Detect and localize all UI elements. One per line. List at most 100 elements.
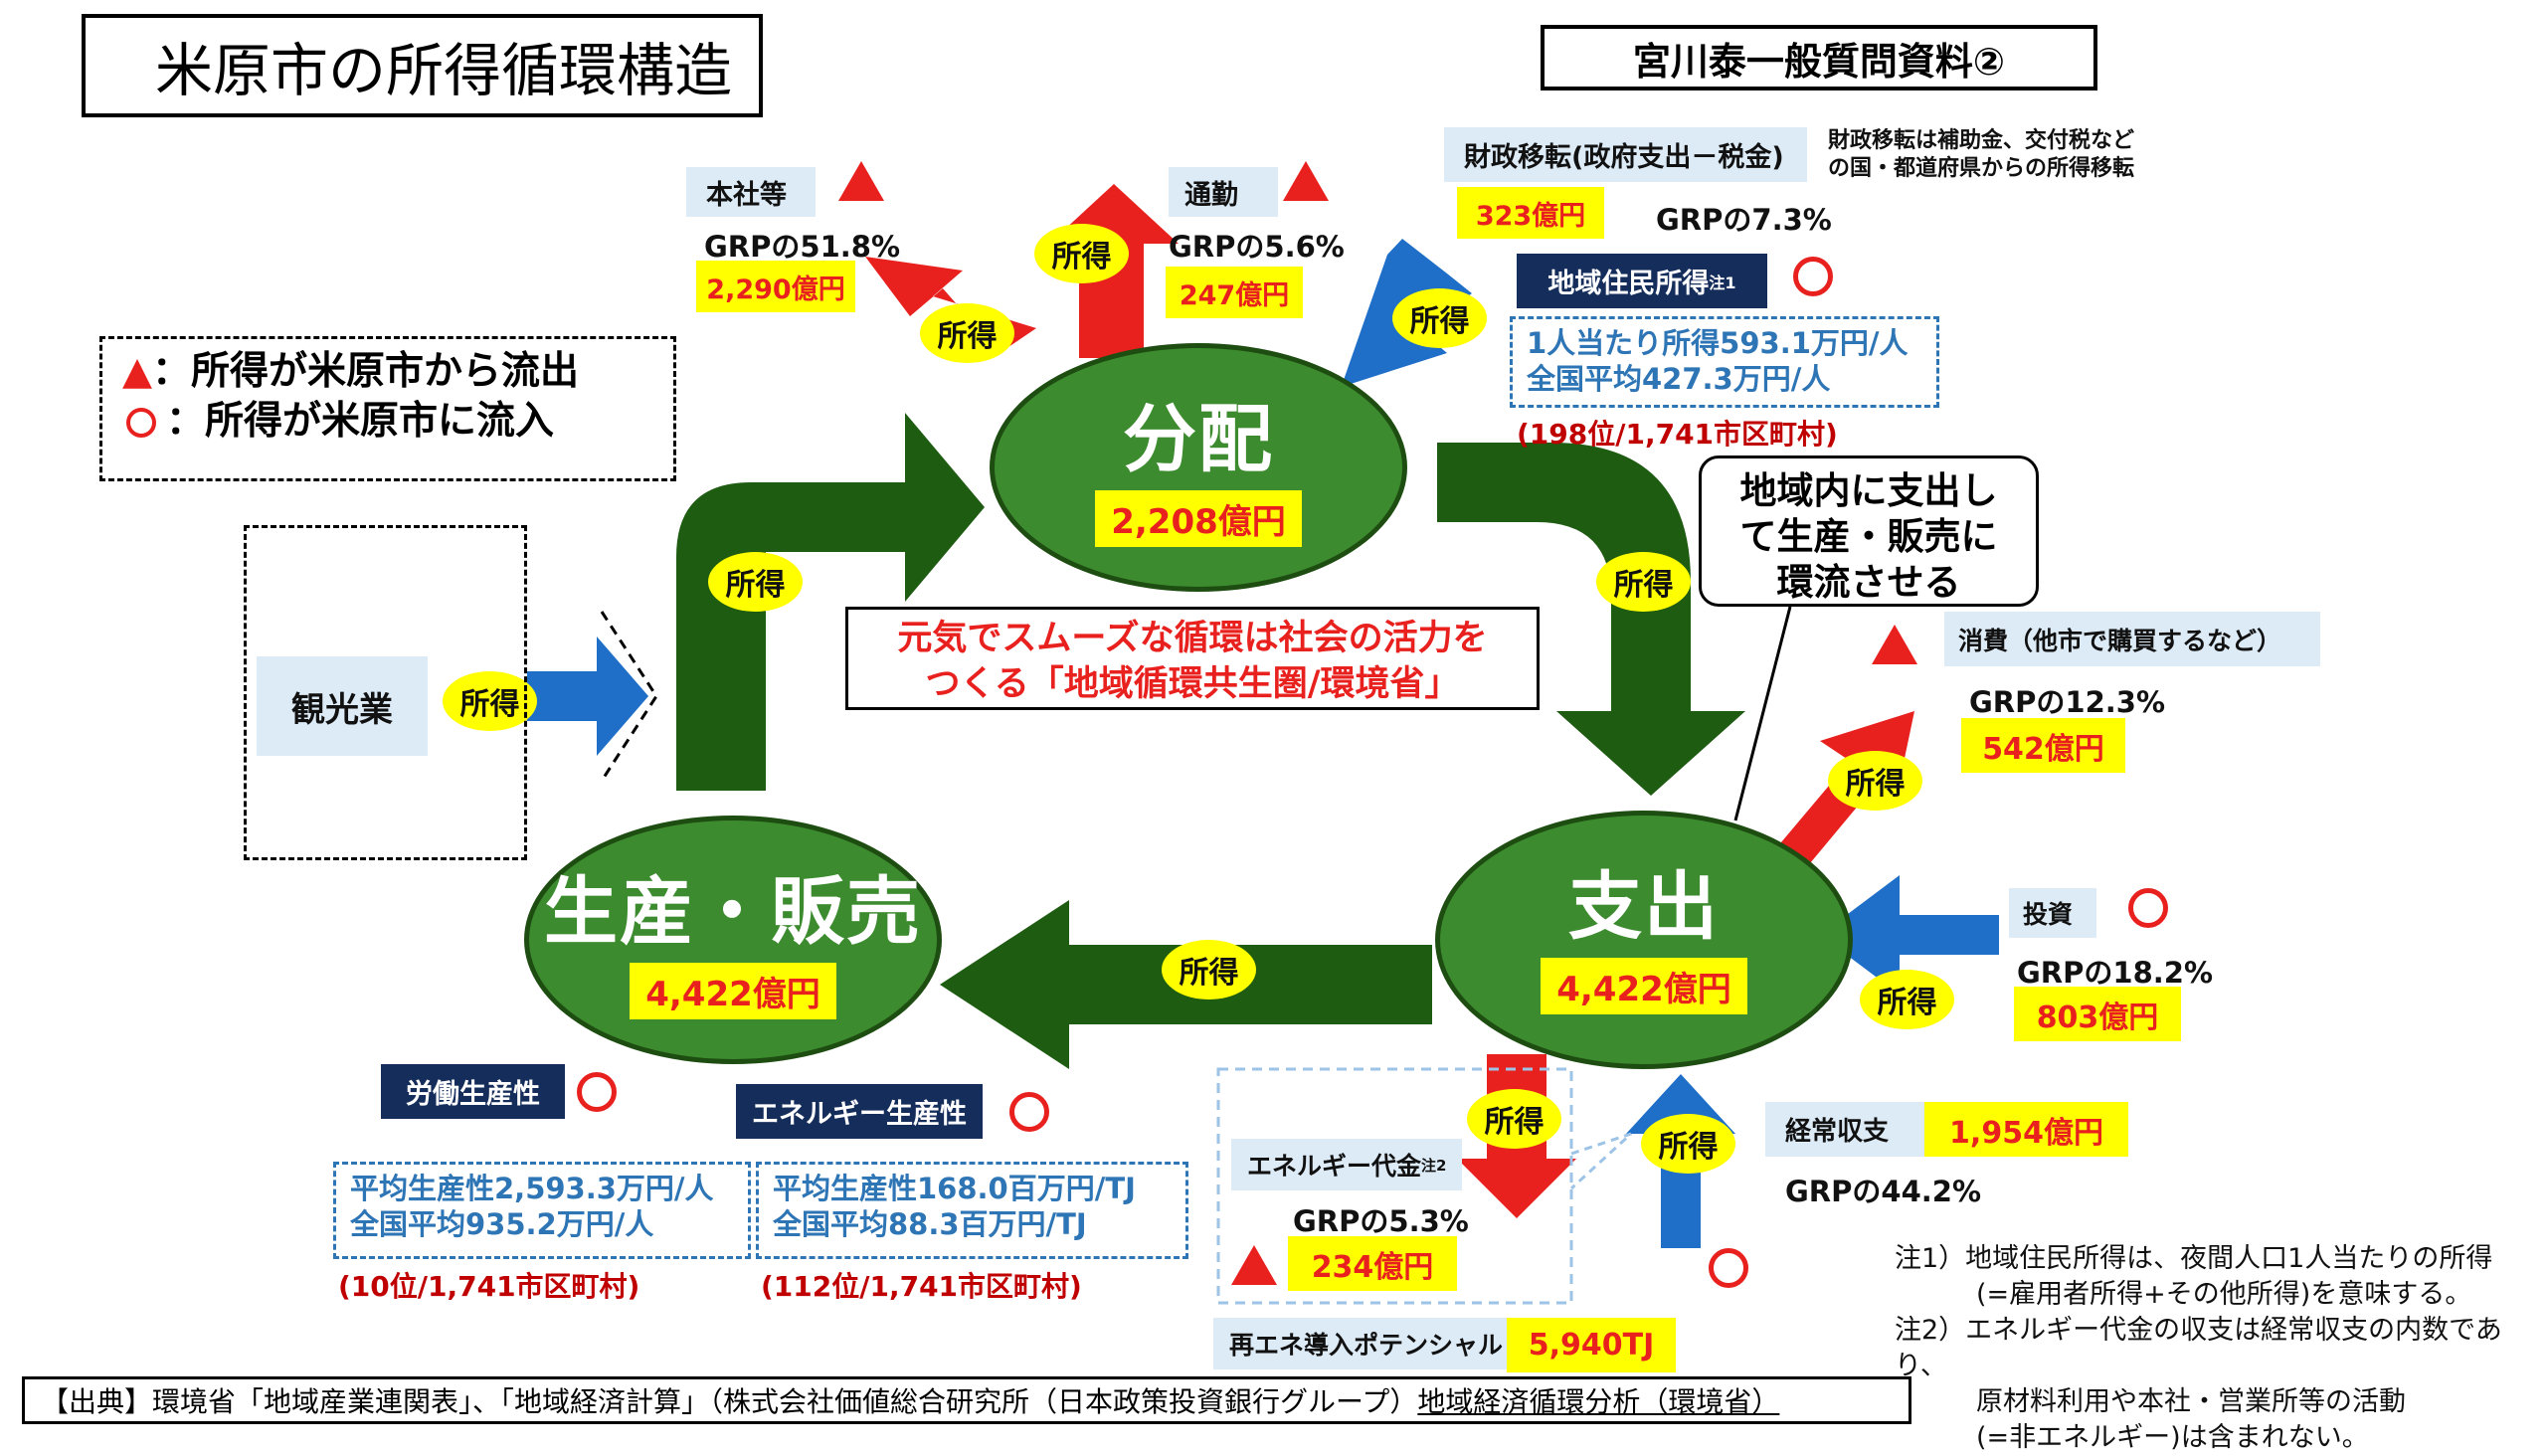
- current-account-value: 1,954億円: [1924, 1102, 2128, 1157]
- investment-grp: GRPの18.2%: [2017, 956, 2213, 990]
- consumption-grp: GRPの12.3%: [1969, 685, 2165, 719]
- labor-productivity-label: 労働生産性: [381, 1064, 565, 1119]
- node-production-value: 4,422億円: [630, 963, 836, 1019]
- energy-cost-label-text: エネルギー代金: [1247, 1152, 1422, 1181]
- flow-label-income: 所得: [1641, 1114, 1735, 1174]
- flow-label-income: 所得: [1828, 751, 1922, 811]
- node-expenditure: 支出 4,422億円: [1435, 811, 1853, 1069]
- arrow-distribution-to-expenditure: [1437, 443, 1745, 796]
- slogan-line2: つくる「地域循環共生圏/環境省」: [925, 664, 1460, 704]
- footnote-1a: 注1）地域住民所得は、夜間人口1人当たりの所得: [1895, 1243, 2493, 1274]
- legend-outflow-text: ：所得が米原市から流出: [152, 349, 580, 394]
- fiscal-transfer-grp: GRPの7.3%: [1656, 203, 1832, 237]
- energy-productivity-box: 平均生産性168.0百万円/TJ 全国平均88.3百万円/TJ: [756, 1162, 1188, 1259]
- inflow-circle-icon: [1709, 1248, 1748, 1288]
- flow-label-income: 所得: [443, 671, 537, 731]
- arrow-investment-inflow: [1820, 875, 1999, 995]
- footnote-2b: 原材料利用や本社・営業所等の活動: [1976, 1386, 2406, 1417]
- resident-income-label-text: 地域住民所得: [1547, 269, 1710, 299]
- flow-label-income: 所得: [1034, 224, 1129, 283]
- node-production: 生産・販売 4,422億円: [524, 816, 942, 1064]
- callout-pointer: [1733, 606, 1792, 821]
- flow-label-income: 所得: [1162, 940, 1256, 1000]
- flow-label-income: 所得: [920, 303, 1014, 363]
- legend-inflow: ：所得が米原市に流入: [122, 397, 673, 447]
- flow-label-income: 所得: [1467, 1089, 1561, 1149]
- node-distribution-name: 分配: [1123, 397, 1274, 482]
- footnote-1b: (=雇用者所得+その他所得)を意味する。: [1976, 1279, 2472, 1310]
- footnote-2c: (=非エネルギー)は含まれない。: [1976, 1422, 2369, 1453]
- legend-inflow-text: ：所得が米原市に流入: [166, 399, 555, 444]
- footnote-2a: 注2）エネルギー代金の収支は経常収支の内数であり、: [1895, 1315, 2502, 1381]
- energy-productivity-label: エネルギー生産性: [736, 1084, 983, 1139]
- fiscal-transfer-note-line2: の国・都道府県からの所得移転: [1828, 156, 2135, 181]
- node-distribution-value: 2,208億円: [1095, 490, 1302, 547]
- source-citation: 【出典】環境省「地域産業連関表」、「地域経済計算」（株式会社価値総合研究所（日本…: [22, 1376, 1911, 1424]
- node-expenditure-value: 4,422億円: [1541, 958, 1747, 1014]
- slogan: 元気でスムーズな循環は社会の活力を つくる「地域循環共生圏/環境省」: [845, 607, 1540, 710]
- inflow-circle-icon: [2128, 888, 2168, 928]
- investment-label: 投資: [2009, 888, 2096, 938]
- fiscal-transfer-note-line1: 財政移転は補助金、交付税など: [1828, 128, 2135, 153]
- arrow-tourism: [527, 637, 648, 756]
- page-title: 米原市の所得循環構造: [82, 14, 763, 117]
- current-account-grp: GRPの44.2%: [1785, 1175, 1981, 1208]
- labor-productivity-rank: (10位/1,741市区町村): [338, 1270, 640, 1303]
- fiscal-transfer-label: 財政移転(政府支出－税金): [1444, 127, 1807, 182]
- source-link[interactable]: 地域経済循環分析（環境省）: [1417, 1385, 1780, 1418]
- resident-income-rank: (198位/1,741市区町村): [1517, 418, 1838, 451]
- node-distribution: 分配 2,208億円: [990, 343, 1407, 592]
- inflow-circle-icon: [126, 408, 156, 438]
- flow-label-income: 所得: [1596, 552, 1691, 612]
- energy-cost-label: エネルギー代金注2: [1231, 1139, 1462, 1190]
- outflow-triangle-icon: [838, 161, 884, 201]
- arrow-production-to-distribution: [676, 413, 985, 791]
- resident-income-note-ref: 注1: [1709, 273, 1736, 292]
- source-text: 【出典】環境省「地域産業連関表」、「地域経済計算」（株式会社価値総合研究所（日本…: [41, 1385, 1418, 1418]
- headquarters-value: 2,290億円: [696, 261, 855, 312]
- energy-cost-grp: GRPの5.3%: [1293, 1204, 1469, 1238]
- energy-productivity-line1: 平均生産性168.0百万円/TJ: [773, 1172, 1136, 1205]
- resident-income-box: 1人当たり所得593.1万円/人 全国平均427.3万円/人: [1510, 316, 1939, 408]
- energy-cost-note-ref: 注2: [1421, 1156, 1447, 1175]
- resident-income-line1: 1人当たり所得593.1万円/人: [1527, 326, 1909, 360]
- energy-productivity-rank: (112位/1,741市区町村): [761, 1270, 1082, 1303]
- energy-dashed-box: [1216, 1067, 1573, 1305]
- footnotes: 注1）地域住民所得は、夜間人口1人当たりの所得 (=雇用者所得+その他所得)を意…: [1895, 1241, 2541, 1456]
- energy-dashed-pointer: [1569, 1132, 1633, 1190]
- presenter-label: 宮川泰一般質問資料②: [1541, 25, 2097, 91]
- node-expenditure-name: 支出: [1568, 864, 1720, 950]
- commuting-grp: GRPの5.6%: [1169, 230, 1345, 264]
- node-production-name: 生産・販売: [544, 869, 922, 955]
- outflow-triangle-icon: [1231, 1245, 1277, 1285]
- callout-line1: 地域内に支出し: [1739, 469, 1998, 512]
- fiscal-transfer-note: 財政移転は補助金、交付税など の国・都道府県からの所得移転: [1828, 127, 2134, 183]
- legend-outflow: ▲：所得が米原市から流出: [122, 347, 673, 397]
- resident-income-line2: 全国平均427.3万円/人: [1527, 362, 1831, 396]
- inflow-circle-icon: [577, 1072, 617, 1112]
- commuting-value: 247億円: [1166, 267, 1303, 318]
- headquarters-label: 本社等: [686, 167, 816, 217]
- energy-productivity-line2: 全国平均88.3百万円/TJ: [773, 1207, 1087, 1241]
- consumption-value: 542億円: [1961, 718, 2125, 773]
- flow-label-income: 所得: [708, 552, 803, 612]
- outflow-triangle-icon: ▲: [122, 349, 152, 394]
- labor-productivity-line2: 全国平均935.2万円/人: [350, 1207, 654, 1241]
- outflow-triangle-icon: [1283, 161, 1329, 201]
- fiscal-transfer-value: 323億円: [1457, 187, 1604, 239]
- flow-label-income: 所得: [1860, 970, 1954, 1029]
- flow-label-income: 所得: [1392, 288, 1487, 348]
- commuting-label: 通勤: [1169, 167, 1278, 217]
- tourism-box: [244, 525, 527, 860]
- slogan-line1: 元気でスムーズな循環は社会の活力を: [897, 619, 1488, 658]
- callout-line2: て生産・販売に: [1739, 515, 1998, 558]
- tourism-label: 観光業: [257, 656, 428, 756]
- consumption-label: 消費（他市で購買するなど）: [1944, 612, 2320, 666]
- inflow-circle-icon: [1009, 1092, 1049, 1132]
- callout-bubble: 地域内に支出し て生産・販売に 環流させる: [1699, 455, 2039, 607]
- resident-income-label: 地域住民所得注1: [1517, 254, 1767, 308]
- outflow-triangle-icon: [1872, 625, 1917, 664]
- current-account-label: 経常収支: [1765, 1102, 1924, 1157]
- renewable-value: 5,940TJ: [1507, 1318, 1676, 1372]
